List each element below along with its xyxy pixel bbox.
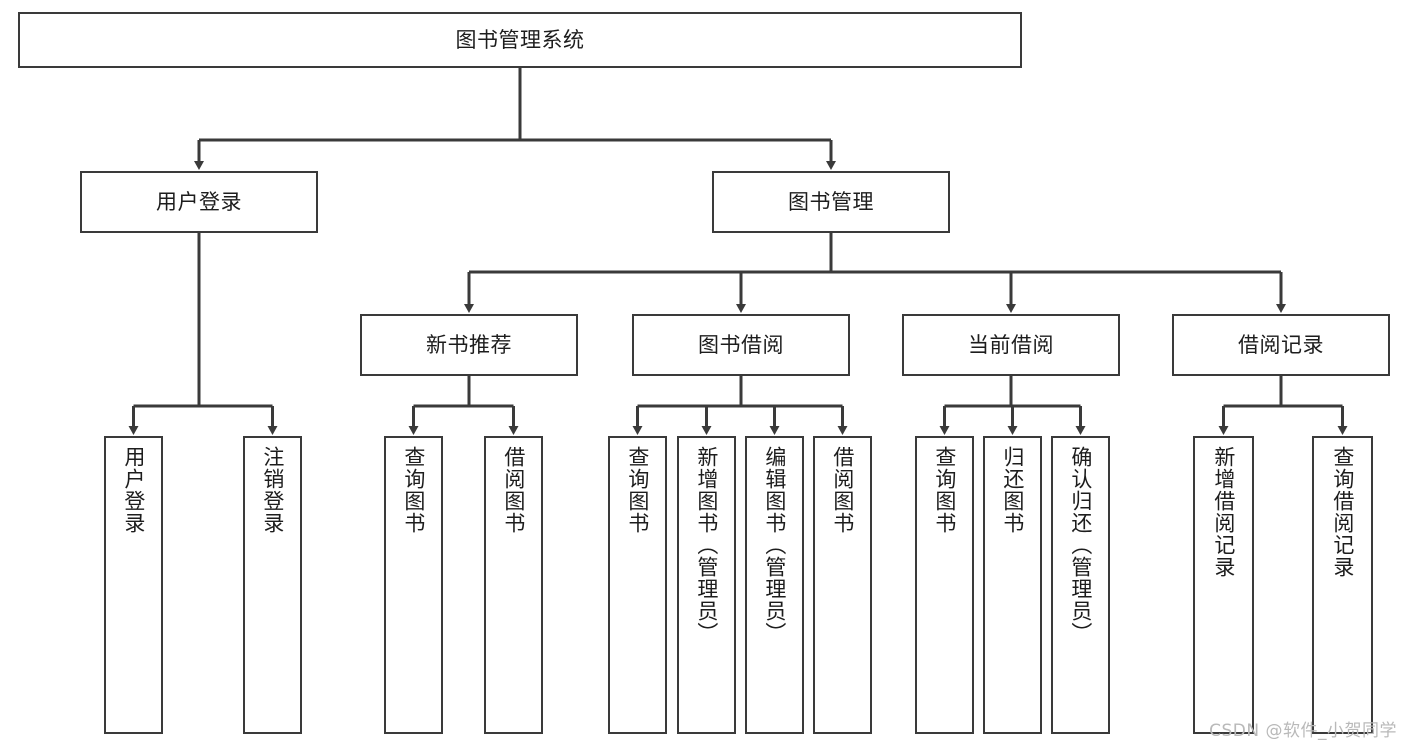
node-new-book-recommend: 新书推荐 [360,314,578,376]
node-root: 图书管理系统 [18,12,1022,68]
node-leaf-borrow-book-1: 借阅图书 [484,436,543,734]
node-leaf-query-book-3: 查询图书 [915,436,974,734]
node-book-manage-label: 图书管理 [788,189,874,214]
node-leaf-user-login-label: 用户登录 [121,446,146,534]
node-leaf-add-book: 新增图书（管理员） [677,436,736,734]
node-leaf-add-book-label: 新增图书（管理员） [694,446,719,644]
node-book-borrow: 图书借阅 [632,314,850,376]
node-leaf-user-login: 用户登录 [104,436,163,734]
node-book-manage: 图书管理 [712,171,950,233]
node-book-borrow-label: 图书借阅 [698,332,784,357]
node-leaf-logout: 注销登录 [243,436,302,734]
node-leaf-query-book-1: 查询图书 [384,436,443,734]
node-leaf-confirm-return-label: 确认归还（管理员） [1068,446,1093,644]
node-borrow-record: 借阅记录 [1172,314,1390,376]
node-leaf-borrow-book-2-label: 借阅图书 [830,446,855,534]
watermark-text: CSDN @软件_小贺同学 [1209,721,1397,741]
node-leaf-query-book-2-label: 查询图书 [625,446,650,534]
node-leaf-borrow-book-2: 借阅图书 [813,436,872,734]
node-user-login-label: 用户登录 [156,189,242,214]
node-leaf-query-book-3-label: 查询图书 [932,446,957,534]
node-root-label: 图书管理系统 [455,27,585,52]
node-leaf-edit-book: 编辑图书（管理员） [745,436,804,734]
node-leaf-add-record-label: 新增借阅记录 [1211,446,1236,578]
node-leaf-add-record: 新增借阅记录 [1193,436,1254,734]
node-leaf-confirm-return: 确认归还（管理员） [1051,436,1110,734]
node-leaf-return-book-label: 归还图书 [1000,446,1025,534]
node-leaf-borrow-book-1-label: 借阅图书 [501,446,526,534]
node-current-borrow-label: 当前借阅 [968,332,1054,357]
node-leaf-return-book: 归还图书 [983,436,1042,734]
node-leaf-query-record-label: 查询借阅记录 [1330,446,1355,578]
node-user-login: 用户登录 [80,171,318,233]
node-leaf-query-record: 查询借阅记录 [1312,436,1373,734]
node-new-book-recommend-label: 新书推荐 [426,332,512,357]
node-current-borrow: 当前借阅 [902,314,1120,376]
node-leaf-query-book-2: 查询图书 [608,436,667,734]
node-leaf-logout-label: 注销登录 [260,446,285,534]
node-leaf-query-book-1-label: 查询图书 [401,446,426,534]
node-leaf-edit-book-label: 编辑图书（管理员） [762,446,787,644]
node-borrow-record-label: 借阅记录 [1238,332,1324,357]
